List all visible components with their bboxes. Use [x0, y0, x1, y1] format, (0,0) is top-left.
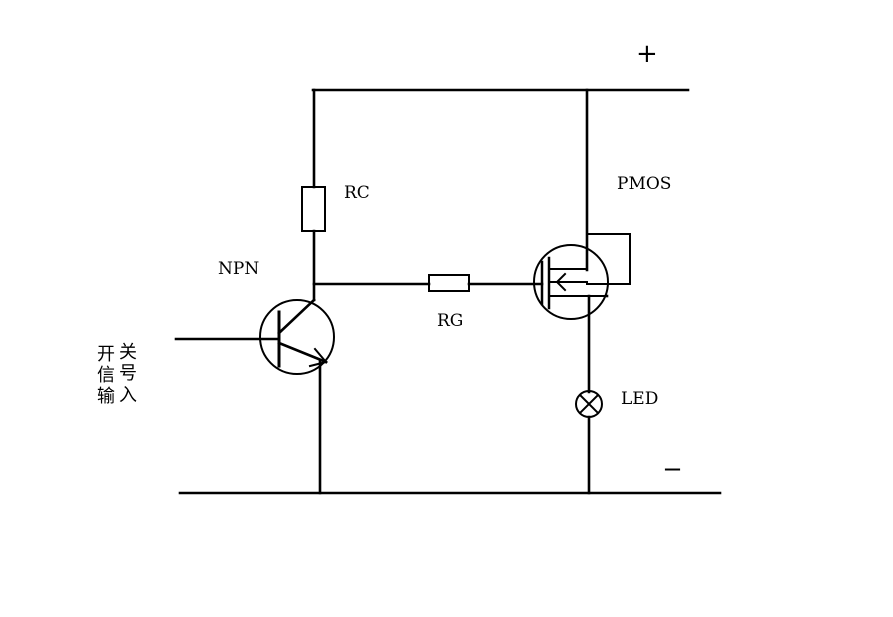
npn-label: NPN: [218, 259, 259, 279]
input-char: 输: [97, 386, 115, 407]
input-char: 入: [119, 385, 137, 406]
npn-emitter-lead: [277, 341, 328, 364]
led-cross-b: [578, 393, 600, 415]
input-char: 关: [119, 342, 137, 363]
pmos-transistor: [533, 244, 609, 320]
npn-collector-lead: [277, 298, 316, 335]
pmos-body-arrow: [555, 272, 567, 292]
pmos-label: PMOS: [617, 174, 671, 194]
rg-label: RG: [437, 311, 463, 331]
pmos-body-tie: [586, 233, 631, 285]
plus-label: +: [636, 39, 658, 69]
switch-signal-input-label: 开 信 输 关 号 入: [97, 342, 137, 407]
input-char: 开: [97, 344, 115, 365]
npn-emitter-arrow: [308, 347, 328, 368]
npn-transistor: [259, 299, 335, 375]
rc-resistor: [301, 186, 326, 232]
rc-label: RC: [344, 183, 370, 203]
led-label: LED: [621, 389, 658, 409]
minus-label: —: [664, 459, 681, 479]
input-char: 信: [97, 365, 115, 386]
input-char: 号: [119, 363, 137, 384]
rg-resistor: [428, 274, 470, 292]
